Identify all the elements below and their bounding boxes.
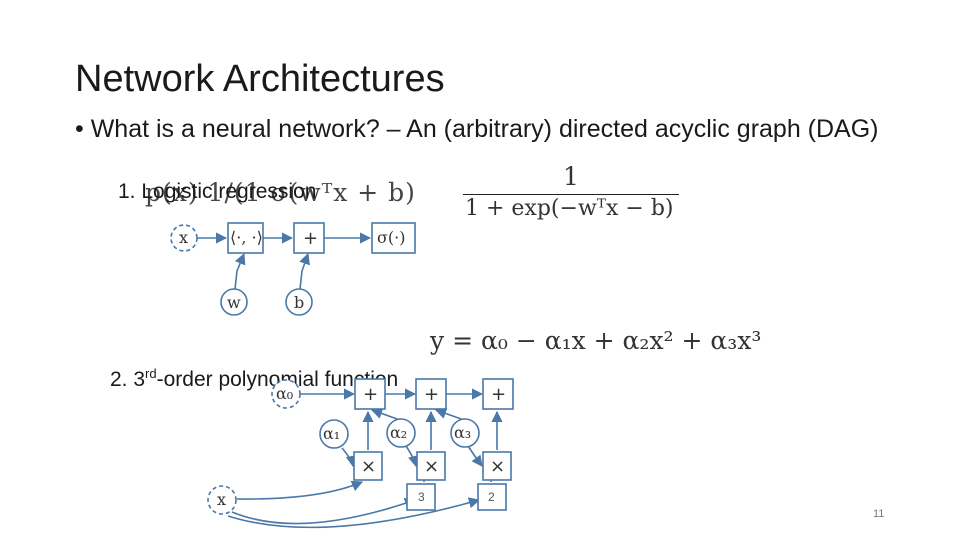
bullet-question: • What is a neural network? – An (arbitr… (75, 115, 879, 143)
node-times3 (482, 451, 512, 481)
node-b-label: b (294, 293, 304, 312)
node-times1-label: × (361, 456, 376, 477)
node-power3 (406, 483, 436, 511)
node-plus1 (354, 378, 386, 410)
fraction-numerator: 1 (563, 162, 579, 191)
node-alpha2-label: α₂ (390, 423, 407, 442)
node-alpha1 (319, 419, 349, 449)
node-alpha1-label: α₁ (323, 424, 340, 443)
node-w-label: w (227, 293, 241, 312)
node-w (220, 288, 248, 316)
node-times2 (416, 451, 446, 481)
edge-alpha2-to-times2 (405, 445, 419, 468)
node-alpha2 (386, 418, 416, 448)
node-plus2 (415, 378, 447, 410)
node-power2 (477, 483, 507, 511)
node-sigma-label: σ(·) (377, 228, 406, 247)
node-dot-product-label: ⟨·, ·⟩ (230, 228, 263, 247)
node-x-label: x (179, 228, 188, 247)
node-sigma (371, 222, 416, 254)
fraction-denominator: 1 + exp(−wᵀx − b) (465, 196, 674, 221)
item2-prefix: 2. 3 (110, 368, 146, 391)
logistic-formula-overlay: p(x) 1/(1 σ(wᵀx + b) (145, 178, 416, 207)
logistic-regression-nodes: x ⟨·, ·⟩ + σ(·) w b (170, 222, 416, 316)
node-plus3-label: + (491, 384, 506, 405)
edge-alpha1-to-times1 (341, 447, 357, 468)
node-alpha0-label: α₀ (276, 384, 293, 403)
polynomial-graph-edges (227, 388, 503, 529)
node-plus3 (482, 378, 514, 410)
edge-alpha3-to-times3 (467, 445, 483, 467)
item2-suffix: -order polynomial function (156, 368, 399, 391)
item-logistic-regression: 1. Logistic regression (118, 180, 317, 203)
node-plus (293, 222, 325, 254)
fraction-bar (463, 194, 679, 195)
node-x-poly-label: x (217, 490, 226, 509)
logistic-regression-graph (197, 232, 372, 290)
polynomial-formula: y = α₀ − α₁x + α₂x² + α₃x³ (430, 326, 762, 355)
node-alpha3-label: α₃ (454, 423, 471, 442)
node-x-poly (207, 485, 237, 515)
page-number: 11 (873, 508, 885, 520)
node-b (285, 288, 313, 316)
edge-w-to-dot (234, 252, 246, 290)
node-x (170, 224, 198, 252)
node-times3-label: × (490, 456, 505, 477)
item2-superscript: rd (145, 366, 157, 381)
edge-alpha3-to-plus2 (434, 408, 465, 421)
slide-title: Network Architectures (75, 58, 445, 100)
node-alpha0 (271, 379, 301, 409)
polynomial-graph-nodes: α₀ + + + α₁ α₂ α₃ × × × 3 2 x (207, 378, 514, 515)
node-dot-product (227, 222, 264, 254)
edge-alpha2-to-plus1 (370, 408, 401, 421)
edge-x-to-times1 (236, 480, 364, 500)
edge-b-to-plus (299, 252, 310, 290)
item-polynomial-function: 2. 3rd-order polynomial function (110, 366, 398, 392)
node-plus2-label: + (424, 384, 439, 405)
node-alpha3 (450, 418, 480, 448)
node-power2-label: 2 (488, 490, 495, 504)
node-plus1-label: + (363, 384, 378, 405)
edge-x-to-pow3 (231, 498, 417, 525)
node-times1 (353, 451, 383, 481)
edge-x-to-pow2 (227, 497, 481, 529)
node-plus-label: + (303, 228, 318, 249)
node-power3-label: 3 (418, 490, 425, 504)
node-times2-label: × (424, 456, 439, 477)
